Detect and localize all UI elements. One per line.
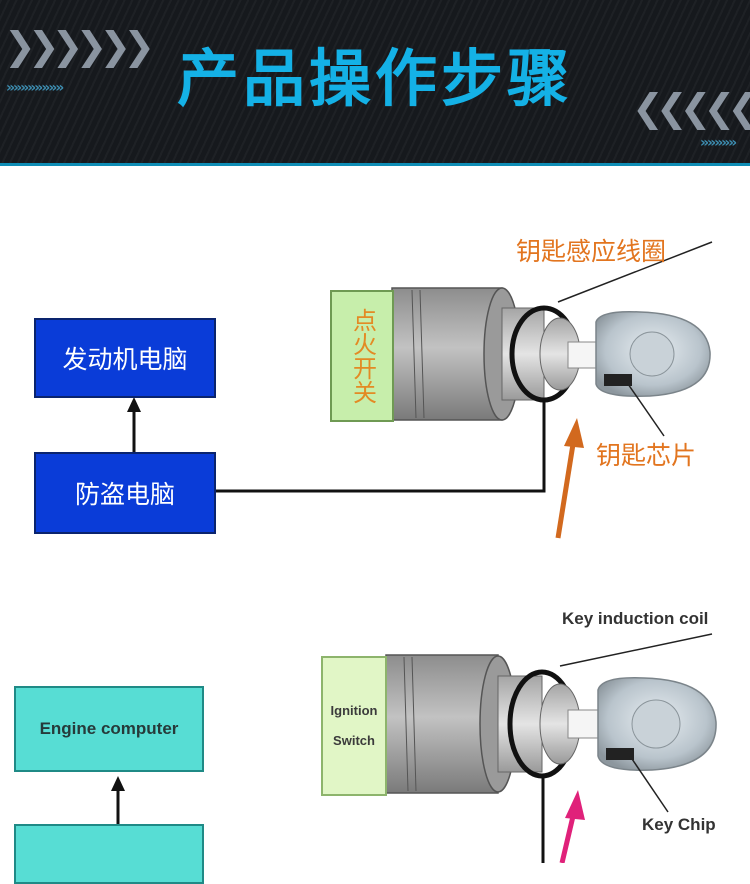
ignition-switch-label-line2: Switch <box>333 733 375 748</box>
engine-computer-box-en: Engine computer <box>14 686 204 772</box>
coil-pointer-cn <box>557 241 713 303</box>
arrow-up-en-icon <box>111 776 125 791</box>
ignition-assembly-cn <box>391 287 711 421</box>
coil-pointer-en <box>559 633 713 667</box>
engine-computer-box: 发动机电脑 <box>34 318 216 398</box>
chevrons-small-right-icon: »»»»» <box>700 135 737 151</box>
chip-label: 钥匙芯片 <box>596 441 697 470</box>
ignition-switch-box-en: Ignition Switch <box>321 656 387 796</box>
chevrons-right-icon: ❮❮❮❮❮ <box>632 86 750 130</box>
ignition-switch-label-line1: Ignition <box>330 703 378 718</box>
immobilizer-computer-box: 防盗电脑 <box>34 452 216 534</box>
chip-pointer-en <box>629 755 669 813</box>
ignition-switch-label: 点火开关 <box>348 308 377 404</box>
signal-arrow-line-cn <box>555 437 577 539</box>
header-divider <box>0 163 750 166</box>
chevrons-left-icon: ❯❯❯❯❯❯ <box>4 24 155 68</box>
wire-cn <box>216 402 546 493</box>
header-banner: ❯❯❯❯❯❯ »»»»»»»» ❮❮❮❮❮ »»»»» 产品操作步骤 <box>0 0 750 166</box>
diagram-drawings <box>111 241 717 863</box>
page-title: 产品操作步骤 <box>176 42 573 115</box>
arrow-up-icon <box>127 397 141 412</box>
signal-arrow-line-en <box>559 811 577 863</box>
header-texture <box>0 0 750 166</box>
chevrons-small-left-icon: »»»»»»»» <box>6 80 64 96</box>
signal-arrow-en-icon <box>565 790 585 820</box>
coil-label: 钥匙感应线圈 <box>516 237 667 266</box>
signal-arrow-icon <box>564 418 584 448</box>
chip-label-en: Key Chip <box>642 815 716 834</box>
ignition-assembly-en <box>385 654 717 794</box>
immobilizer-computer-box-en <box>14 824 204 884</box>
coil-label-en: Key induction coil <box>562 609 709 628</box>
ignition-switch-box: 点火开关 <box>330 290 394 422</box>
chip-pointer-cn <box>627 383 665 437</box>
